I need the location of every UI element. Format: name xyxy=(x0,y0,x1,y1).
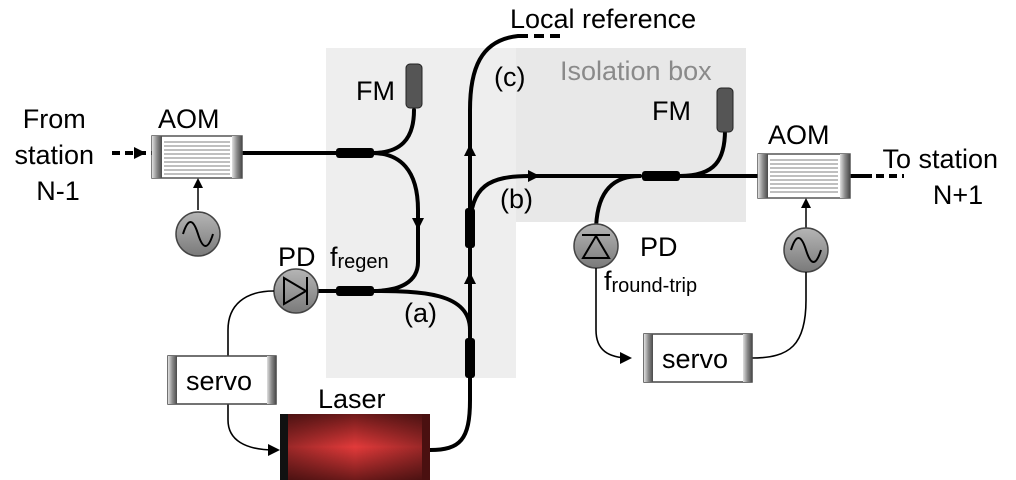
coupler-left-top xyxy=(336,148,374,158)
coupler-trunk-upper xyxy=(465,208,475,248)
faraday-mirror-left-icon xyxy=(405,63,423,109)
rf-oscillator-left-icon xyxy=(175,211,221,257)
isolation-box-inner xyxy=(516,48,746,222)
servo-right-label: servo xyxy=(662,344,728,374)
servo-left-label: servo xyxy=(186,366,252,396)
fm-left-label: FM xyxy=(356,76,395,106)
photodiode-right-icon xyxy=(573,223,619,269)
f-roundtrip-label: fround-trip xyxy=(604,266,697,297)
point-c-label: (c) xyxy=(494,62,525,92)
aom-right xyxy=(757,153,851,199)
isolation-box-label: Isolation box xyxy=(560,56,712,86)
servo-left xyxy=(167,355,277,405)
pd-right-label: PD xyxy=(640,232,678,262)
point-b-label: (b) xyxy=(500,184,533,214)
aom-left xyxy=(151,135,243,179)
servo-right xyxy=(643,333,753,383)
rf-oscillator-right-icon xyxy=(783,227,829,273)
faraday-mirror-right-icon xyxy=(716,87,734,133)
coupler-left-bottom xyxy=(336,286,374,296)
point-a-label: (a) xyxy=(404,298,437,328)
arrow-branch-b xyxy=(528,170,540,182)
aom-right-label: AOM xyxy=(768,120,830,150)
to-station-label: To station N+1 xyxy=(882,144,1005,210)
arrow-trunk-up-2 xyxy=(464,272,476,284)
laser-label: Laser xyxy=(318,384,386,414)
pd-left-label: PD xyxy=(278,242,316,272)
fm-right-label: FM xyxy=(652,96,691,126)
from-station-label: From station N-1 xyxy=(14,104,101,206)
local-reference-label: Local reference xyxy=(510,4,696,34)
aom-left-label: AOM xyxy=(158,104,220,134)
laser xyxy=(280,414,430,480)
coupler-trunk-lower xyxy=(465,338,475,378)
arrow-regen-down xyxy=(412,218,424,230)
f-regen-label: fregen xyxy=(330,242,389,273)
coupler-right xyxy=(642,171,680,181)
photodiode-left-icon xyxy=(273,268,319,314)
arrow-trunk-up-1 xyxy=(464,144,476,156)
from-station-arrow xyxy=(134,147,146,159)
